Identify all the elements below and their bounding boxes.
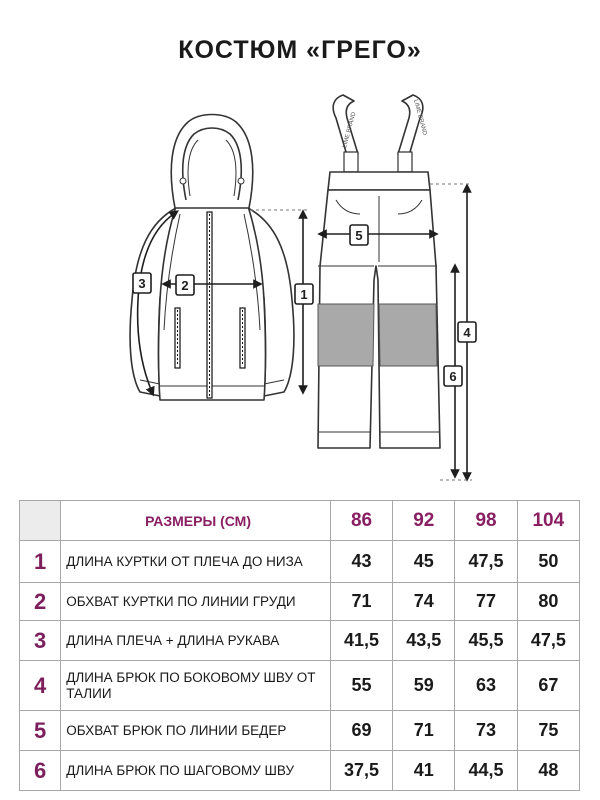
marker-1: 1 <box>294 283 314 305</box>
svg-text:6: 6 <box>449 369 456 384</box>
row-value: 50 <box>516 540 581 583</box>
row-number: 6 <box>18 750 62 791</box>
pants-drawing <box>317 94 441 449</box>
row-number: 3 <box>18 620 62 661</box>
row-value: 55 <box>329 660 394 711</box>
marker-5: 5 <box>349 224 369 246</box>
row-description: ОБХВАТ КУРТКИ ПО ЛИНИИ ГРУДИ <box>60 582 331 621</box>
row-value: 63 <box>454 660 518 711</box>
marker-2: 2 <box>175 274 195 296</box>
svg-text:5: 5 <box>355 228 362 243</box>
row-value: 47,5 <box>454 540 518 583</box>
row-number: 2 <box>18 582 62 621</box>
row-value: 41 <box>392 750 456 791</box>
table-header-row: РАЗМЕРЫ (СМ) 86 92 98 104 <box>18 500 581 541</box>
row-value: 75 <box>516 710 581 751</box>
row-description: ДЛИНА ПЛЕЧА + ДЛИНА РУКАВА <box>60 620 331 661</box>
row-value: 73 <box>454 710 518 751</box>
size-header: 92 <box>392 500 456 541</box>
row-value: 43 <box>329 540 394 583</box>
pants-details <box>318 196 440 433</box>
marker-6: 6 <box>443 365 463 387</box>
svg-text:3: 3 <box>138 276 145 291</box>
row-value: 74 <box>392 582 456 621</box>
jacket-drawing <box>129 113 295 401</box>
svg-text:4: 4 <box>463 325 471 340</box>
table-row: 6 ДЛИНА БРЮК ПО ШАГОВОМУ ШВУ 37,5 41 44,… <box>18 750 581 791</box>
row-value: 43,5 <box>392 620 456 661</box>
marker-3: 3 <box>132 272 152 294</box>
row-value: 44,5 <box>454 750 518 791</box>
row-value: 47,5 <box>516 620 581 661</box>
svg-text:2: 2 <box>181 278 188 293</box>
product-illustration: LIME BRAND LIME BRAND 1 2 3 4 5 <box>129 94 477 482</box>
table-row: 5 ОБХВАТ БРЮК ПО ЛИНИИ БЕДЕР 69 71 73 75 <box>18 710 581 751</box>
row-description: ОБХВАТ БРЮК ПО ЛИНИИ БЕДЕР <box>60 710 331 751</box>
row-description: ДЛИНА БРЮК ПО БОКОВОМУ ШВУ ОТ ТАЛИИ <box>60 660 331 711</box>
row-number: 5 <box>18 710 62 751</box>
size-header: 104 <box>516 500 581 541</box>
row-value: 77 <box>454 582 518 621</box>
row-value: 80 <box>516 582 581 621</box>
svg-text:1: 1 <box>300 287 307 302</box>
row-description: ДЛИНА КУРТКИ ОТ ПЛЕЧА ДО НИЗА <box>60 540 331 583</box>
row-value: 71 <box>392 710 456 751</box>
row-value: 45,5 <box>454 620 518 661</box>
header-label: РАЗМЕРЫ (СМ) <box>60 500 331 541</box>
row-value: 48 <box>516 750 581 791</box>
marker-4: 4 <box>457 321 477 343</box>
row-value: 45 <box>392 540 456 583</box>
row-description: ДЛИНА БРЮК ПО ШАГОВОМУ ШВУ <box>60 750 331 791</box>
size-header: 86 <box>329 500 394 541</box>
row-value: 71 <box>329 582 394 621</box>
row-value: 67 <box>516 660 581 711</box>
size-header: 98 <box>454 500 518 541</box>
size-table: РАЗМЕРЫ (СМ) 86 92 98 104 1 ДЛИНА КУРТКИ… <box>18 500 581 791</box>
row-value: 41,5 <box>329 620 394 661</box>
row-value: 37,5 <box>329 750 394 791</box>
row-value: 59 <box>392 660 456 711</box>
table-row: 4 ДЛИНА БРЮК ПО БОКОВОМУ ШВУ ОТ ТАЛИИ 55… <box>18 660 581 711</box>
header-corner <box>18 500 62 541</box>
row-number: 4 <box>18 660 62 711</box>
row-value: 69 <box>329 710 394 751</box>
row-number: 1 <box>18 540 62 583</box>
page-title: КОСТЮМ «ГРЕГО» <box>178 36 422 64</box>
table-row: 1 ДЛИНА КУРТКИ ОТ ПЛЕЧА ДО НИЗА 43 45 47… <box>18 540 581 583</box>
table-row: 3 ДЛИНА ПЛЕЧА + ДЛИНА РУКАВА 41,5 43,5 4… <box>18 620 581 661</box>
table-row: 2 ОБХВАТ КУРТКИ ПО ЛИНИИ ГРУДИ 71 74 77 … <box>18 582 581 621</box>
